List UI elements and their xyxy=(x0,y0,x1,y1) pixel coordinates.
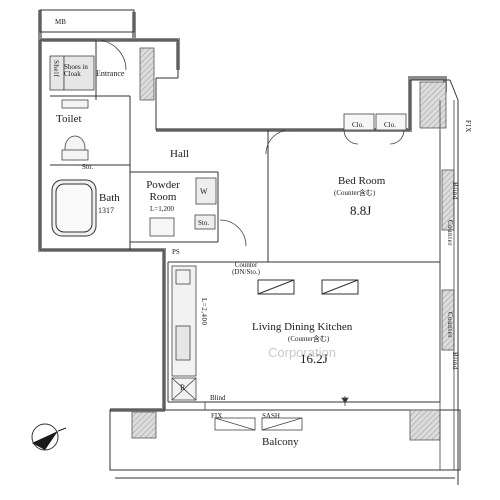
closet-1-label: Clo. xyxy=(352,121,364,129)
wall-lines xyxy=(39,9,461,485)
bathtub xyxy=(51,179,97,237)
sash-balcony-label: SASH xyxy=(262,412,280,420)
blind-bottom-label: Blind xyxy=(210,394,226,402)
entrance-label: Entrance xyxy=(96,69,125,78)
fix-right-label: FIX xyxy=(464,120,472,133)
fix-balcony-label: FIX xyxy=(211,412,223,420)
ldk-area: 16.2J xyxy=(300,351,328,366)
toilet-fixture xyxy=(61,99,89,161)
kitchen-dim-label: L=2,400 xyxy=(200,298,208,326)
counter-right-2: Counter xyxy=(446,312,454,339)
blind-right-2: Blind xyxy=(451,352,459,371)
refrigerator-label: R xyxy=(180,383,186,392)
powder-room-label: Powder Room xyxy=(146,179,180,203)
mb-label: MB xyxy=(55,18,66,26)
closet-2-label: Clo. xyxy=(384,121,396,129)
closets xyxy=(343,113,407,131)
toilet-label: Toilet xyxy=(56,113,82,125)
bath-label: Bath xyxy=(99,192,120,204)
kitchen-counter xyxy=(171,265,197,401)
counter-dn-label: Counter (DN/Sto.) xyxy=(232,261,260,276)
shoes-cloak-label: Shoes in Cloak xyxy=(64,63,88,78)
powder-fixtures xyxy=(149,177,217,237)
ceiling-panels xyxy=(257,279,359,295)
bed-room-label: Bed Room xyxy=(338,175,386,187)
watermark: Corporation xyxy=(268,345,336,360)
right-facade xyxy=(439,100,455,470)
sto-powder-label: Sto. xyxy=(198,219,210,227)
ldk-label: Living Dining Kitchen xyxy=(252,321,353,333)
bed-room-area: 8.8J xyxy=(350,203,372,218)
counter-right-1: Counter xyxy=(446,220,454,247)
bath-size-label: 1317 xyxy=(98,206,114,215)
hall-label: Hall xyxy=(170,148,189,160)
balcony-panels xyxy=(204,396,349,431)
doors xyxy=(95,39,405,247)
sto-toilet-label: Sto. xyxy=(82,163,94,171)
compass-icon xyxy=(31,423,67,451)
shelf-label: Shelf xyxy=(52,60,60,78)
ps-label: PS xyxy=(172,248,180,256)
structural-columns xyxy=(131,47,455,441)
ldk-note: (Counter含む) xyxy=(288,335,330,343)
storage-shelves xyxy=(49,55,95,91)
powder-dim-label: L=1,200 xyxy=(150,205,174,213)
washer-label: W xyxy=(200,187,208,196)
balcony-label: Balcony xyxy=(262,436,299,448)
bed-room-note: (Counter含む) xyxy=(334,189,376,197)
blind-right-1: Blind xyxy=(451,182,459,201)
